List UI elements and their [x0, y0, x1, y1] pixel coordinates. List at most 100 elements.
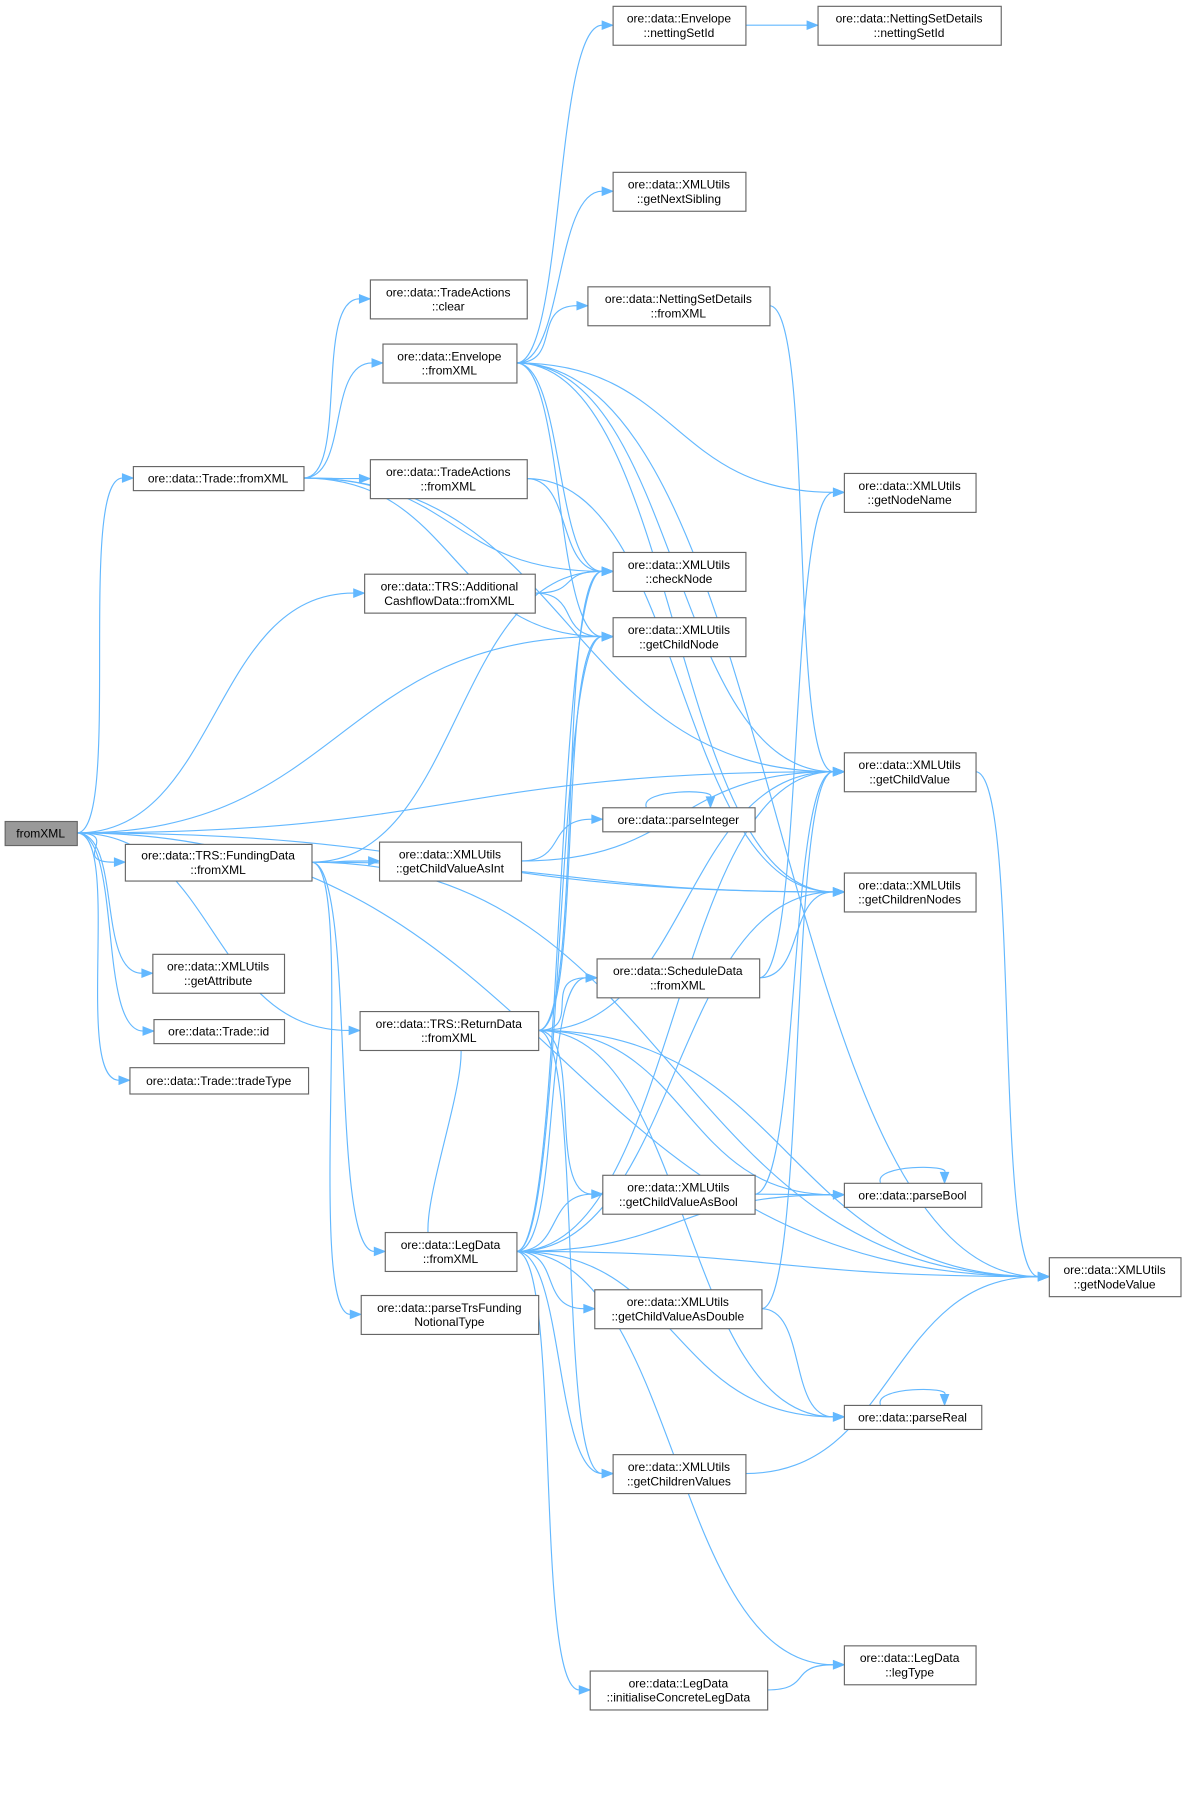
- edge-n15-to-n15: [645, 791, 716, 809]
- graph-node[interactable]: ore::data::XMLUtils::getNodeValue: [1048, 1257, 1182, 1298]
- graph-node[interactable]: ore::data::Trade::tradeType: [129, 1067, 310, 1095]
- graph-node[interactable]: ore::data::NettingSetDetails::nettingSet…: [817, 5, 1002, 46]
- graph-node[interactable]: ore::data::XMLUtils::checkNode: [612, 551, 747, 592]
- root-node[interactable]: fromXML: [4, 820, 78, 847]
- node-label: ::getNextSibling: [637, 192, 721, 206]
- edge-line: [767, 1664, 834, 1691]
- graph-node[interactable]: ore::data::XMLUtils::getChildValueAsBool: [602, 1174, 756, 1215]
- node-box: [612, 171, 747, 212]
- edge-line: [538, 636, 603, 1032]
- node-box: [843, 1645, 977, 1686]
- graph-node[interactable]: ore::data::XMLUtils::getNodeName: [843, 472, 977, 513]
- arrow-head-icon: [371, 358, 384, 368]
- arrow-head-icon: [601, 631, 615, 642]
- node-label: ore::data::parseTrsFunding: [377, 1301, 522, 1315]
- node-label: ::getChildrenNodes: [858, 893, 961, 907]
- arrow-head-icon: [832, 487, 846, 498]
- graph-node[interactable]: ore::data::Trade::id: [153, 1019, 286, 1045]
- graph-node[interactable]: ore::data::XMLUtils::getAttribute: [152, 953, 286, 994]
- graph-node[interactable]: ore::data::ScheduleData::fromXML: [596, 958, 761, 999]
- graph-node[interactable]: ore::data::TradeActions::clear: [369, 279, 528, 320]
- graph-node[interactable]: ore::data::XMLUtils::getChildrenNodes: [843, 872, 977, 913]
- arrow-head-icon: [832, 1659, 846, 1670]
- edge-line: [761, 771, 834, 1310]
- edge-line: [76, 832, 120, 1081]
- edge-n16-to-n28: [311, 861, 363, 1320]
- edge-n1-to-n21: [76, 832, 131, 1086]
- node-label: ore::data::XMLUtils: [627, 1295, 729, 1309]
- graph-node[interactable]: ore::data::TRS::FundingData::fromXML: [124, 843, 313, 882]
- edge-n7-to-n11: [516, 362, 615, 577]
- edge-n26-to-n13: [516, 631, 615, 1252]
- node-box: [596, 958, 761, 999]
- edge-line: [516, 1250, 584, 1310]
- graph-node[interactable]: ore::data::LegData::initialiseConcreteLe…: [589, 1670, 769, 1711]
- edge-line: [758, 491, 834, 979]
- edge-line: [538, 1029, 834, 1418]
- graph-node[interactable]: ore::data::TradeActions::fromXML: [369, 459, 528, 500]
- edge-line: [76, 832, 144, 1032]
- graph-node[interactable]: ore::data::TRS::ReturnData::fromXML: [359, 1010, 540, 1052]
- arrow-head-icon: [373, 1246, 387, 1257]
- edge-n7-to-n2: [516, 20, 615, 364]
- graph-node[interactable]: ore::data::XMLUtils::getChildNode: [612, 617, 747, 658]
- graph-node[interactable]: ore::data::parseInteger: [602, 807, 756, 833]
- arrow-head-icon: [576, 300, 589, 311]
- arrow-head-icon: [591, 814, 604, 825]
- edge-line: [311, 861, 351, 1315]
- edge-n23-to-n26: [427, 1029, 462, 1257]
- node-label: ::legType: [885, 1665, 934, 1679]
- graph-node[interactable]: ore::data::XMLUtils::getChildValue: [843, 752, 977, 793]
- node-label: ::checkNode: [646, 572, 713, 586]
- edge-line: [879, 1166, 946, 1183]
- edge-line: [645, 791, 712, 808]
- node-box: [843, 472, 977, 513]
- edge-line: [534, 592, 603, 638]
- edge-n7-to-n8: [516, 362, 846, 498]
- edge-n26-to-n11: [516, 566, 615, 1252]
- graph-node[interactable]: ore::data::Trade::fromXML: [132, 466, 305, 492]
- graph-node[interactable]: ore::data::LegData::legType: [843, 1645, 977, 1686]
- node-label: ore::data::XMLUtils: [628, 178, 730, 192]
- arrow-head-icon: [141, 968, 154, 979]
- node-box: [360, 1294, 540, 1336]
- node-label: ::nettingSetId: [644, 26, 715, 40]
- edge-line: [975, 771, 1039, 1278]
- graph-node[interactable]: ore::data::Envelope::nettingSetId: [612, 5, 747, 46]
- graph-node[interactable]: ore::data::Envelope::fromXML: [382, 343, 518, 384]
- graph-node[interactable]: ore::data::XMLUtils::getNextSibling: [612, 171, 747, 212]
- arrow-head-icon: [113, 857, 127, 867]
- arrow-head-icon: [358, 473, 372, 484]
- graph-node[interactable]: ore::data::parseReal: [843, 1404, 983, 1431]
- edge-n1-to-n13: [76, 631, 615, 834]
- node-label: ore::data::Envelope: [627, 12, 732, 26]
- edge-line: [516, 190, 603, 364]
- node-box: [132, 466, 305, 492]
- graph-node[interactable]: ore::data::XMLUtils::getChildValueAsDoub…: [594, 1289, 763, 1330]
- edge-line: [769, 305, 834, 773]
- edge-line: [516, 636, 603, 1252]
- node-box: [369, 279, 528, 320]
- edge-line: [516, 771, 834, 1252]
- edge-n25-to-n25: [879, 1166, 950, 1185]
- node-label: ::fromXML: [651, 306, 707, 320]
- node-box: [843, 1182, 983, 1208]
- graph-node[interactable]: ore::data::XMLUtils::getChildrenValues: [612, 1454, 747, 1495]
- edge-n1-to-n23: [76, 832, 362, 1036]
- arrow-head-icon: [583, 1303, 596, 1314]
- node-label: ::getChildValueAsDouble: [611, 1309, 744, 1323]
- node-box: [382, 343, 518, 384]
- edge-line: [516, 24, 603, 364]
- graph-node[interactable]: ore::data::TRS::AdditionalCashflowData::…: [364, 573, 536, 614]
- graph-node[interactable]: ore::data::XMLUtils::getChildValueAsInt: [378, 841, 523, 882]
- arrow-head-icon: [939, 1171, 950, 1185]
- node-box: [612, 5, 747, 46]
- graph-node[interactable]: ore::data::LegData::fromXML: [384, 1231, 518, 1273]
- node-box: [153, 1019, 286, 1045]
- graph-node[interactable]: ore::data::NettingSetDetails::fromXML: [587, 286, 771, 327]
- graph-node[interactable]: ore::data::parseBool: [843, 1182, 983, 1208]
- edge-n26-to-n33: [516, 1250, 592, 1695]
- node-label: ore::data::TradeActions: [386, 285, 510, 299]
- node-box: [843, 872, 977, 913]
